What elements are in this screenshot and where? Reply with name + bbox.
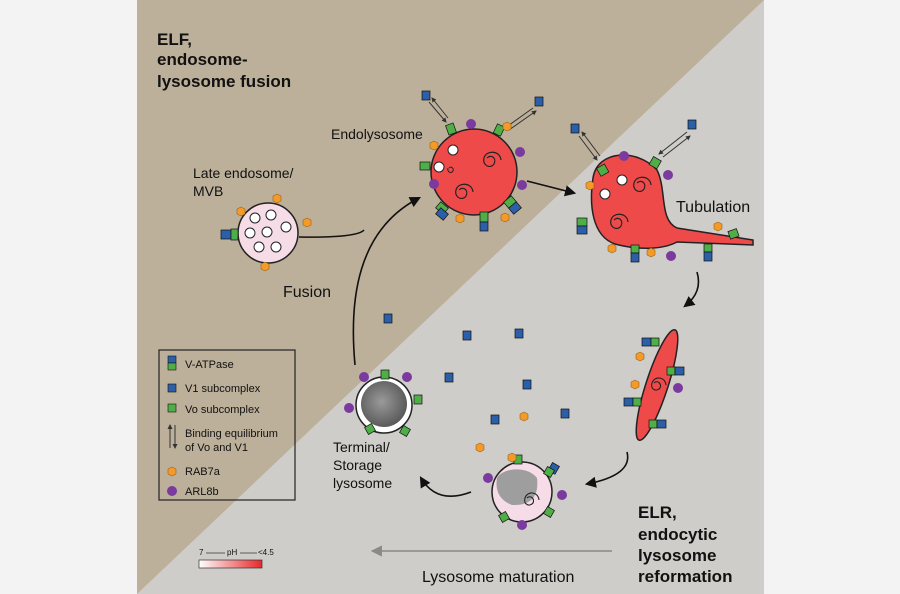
v1-subcomplex-icon bbox=[444, 372, 454, 383]
elf-title: ELF, endosome- lysosome fusion bbox=[157, 30, 291, 91]
legend-v1: V1 subcomplex bbox=[185, 383, 261, 395]
arl8b-icon bbox=[167, 486, 177, 496]
vatpase-icon bbox=[498, 454, 560, 523]
legend-arl8b: ARL8b bbox=[185, 486, 219, 498]
svg-text:pH: pH bbox=[227, 548, 237, 557]
maturation-label: Lysosome maturation bbox=[422, 569, 574, 586]
v1-subcomplex-icon bbox=[560, 408, 570, 419]
terminal-storage-lysosome bbox=[344, 369, 423, 437]
v1-subcomplex-icon bbox=[383, 313, 393, 324]
legend-vo: Vo subcomplex bbox=[185, 404, 260, 416]
v1-subcomplex-icon bbox=[490, 414, 500, 425]
tubulation-label: Tubulation bbox=[676, 199, 750, 216]
legend-equilibrium: Binding equilibrium of Vo and V1 bbox=[185, 428, 281, 454]
vatpase-icon bbox=[419, 122, 522, 232]
v1-legend-icon bbox=[167, 383, 177, 393]
endolysosome-label: Endolysosome bbox=[331, 126, 423, 142]
elf-background bbox=[137, 0, 764, 594]
vatpase-icon bbox=[623, 337, 685, 429]
late-endosome bbox=[220, 193, 312, 272]
free-v1-subcomplexes bbox=[383, 313, 570, 425]
lysosome-cycle-diagram: ELF, endosome- lysosome fusion ELR, endo… bbox=[137, 0, 764, 594]
endolysosome bbox=[419, 90, 544, 232]
v1-subcomplex-icon bbox=[522, 379, 532, 390]
vatpase-icon bbox=[364, 369, 423, 437]
legend-rab7a: RAB7a bbox=[185, 466, 221, 478]
reforming-lysosome bbox=[483, 452, 567, 530]
ph-gradient-bar bbox=[198, 559, 263, 569]
elongated-lysosome bbox=[623, 328, 685, 442]
tubulating-lysosome bbox=[570, 119, 754, 263]
svg-text:7: 7 bbox=[199, 548, 204, 557]
v1-subcomplex-icon bbox=[421, 90, 431, 101]
late-endosome-label: Late endosome/ MVB bbox=[193, 165, 297, 199]
v1-subcomplex-icon bbox=[534, 96, 544, 107]
free-rab7a bbox=[475, 411, 529, 453]
vatpase-icon bbox=[167, 355, 177, 364]
fusion-label: Fusion bbox=[283, 284, 331, 301]
legend-vatpase: V-ATPase bbox=[185, 359, 234, 371]
rab7a-icon bbox=[167, 466, 177, 477]
v1-subcomplex-icon bbox=[514, 328, 524, 339]
v1-subcomplex-icon bbox=[462, 330, 472, 341]
elr-title: ELR, endocytic lysosome reformation bbox=[638, 503, 732, 586]
vo-legend-icon bbox=[167, 403, 177, 413]
v1-subcomplex-icon bbox=[687, 119, 697, 130]
vatpase-icon bbox=[220, 228, 239, 241]
legend: V-ATPase V1 subcomplex Vo subcomplex Bin… bbox=[158, 349, 296, 501]
v1-subcomplex-icon bbox=[570, 123, 580, 134]
svg-text:<4.5: <4.5 bbox=[258, 548, 274, 557]
equilibrium-arrows-icon bbox=[167, 424, 178, 449]
terminal-lysosome-label: Terminal/ Storage lysosome bbox=[333, 439, 394, 491]
figure-frame: ELF, endosome- lysosome fusion ELR, endo… bbox=[137, 0, 764, 594]
ph-scale: 7 pH <4.5 bbox=[198, 548, 274, 569]
vatpase-icon bbox=[576, 156, 740, 263]
